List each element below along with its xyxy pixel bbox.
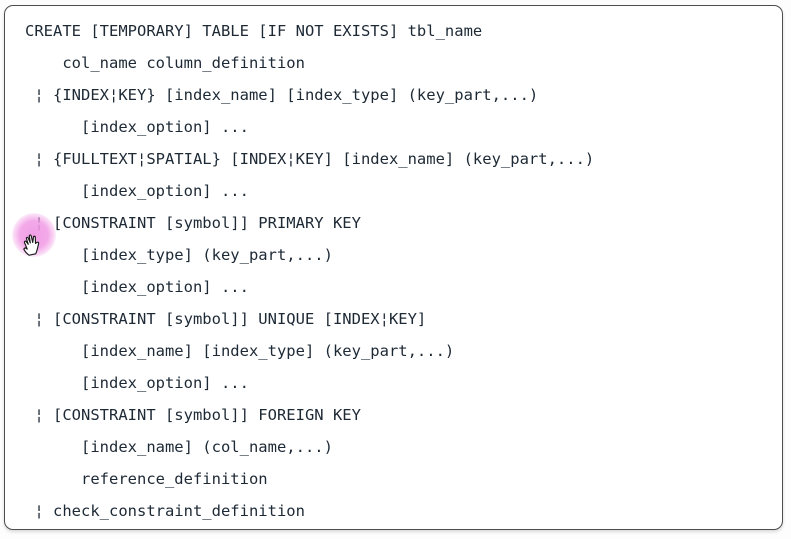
code-line: [index_option] ... [25, 182, 249, 200]
code-line: ¦ {FULLTEXT¦SPATIAL} [INDEX¦KEY] [index_… [25, 150, 595, 168]
code-line: ¦ {INDEX¦KEY} [index_name] [index_type] … [25, 86, 539, 104]
code-line: CREATE [TEMPORARY] TABLE [IF NOT EXISTS]… [25, 22, 483, 40]
code-line: [index_option] ... [25, 118, 249, 136]
code-line: [index_name] [index_type] (key_part,...) [25, 342, 455, 360]
code-line: [index_option] ... [25, 374, 249, 392]
code-line: reference_definition [25, 470, 268, 488]
sql-syntax-box: CREATE [TEMPORARY] TABLE [IF NOT EXISTS]… [4, 5, 783, 530]
code-line: ¦ [CONSTRAINT [symbol]] UNIQUE [INDEX¦KE… [25, 310, 427, 328]
code-line: ¦ check_constraint_definition [25, 502, 305, 520]
code-line: ¦ [CONSTRAINT [symbol]] FOREIGN KEY [25, 406, 361, 424]
sql-syntax-code: CREATE [TEMPORARY] TABLE [IF NOT EXISTS]… [5, 6, 782, 527]
code-line: col_name column_definition [25, 54, 305, 72]
code-line: ¦ [CONSTRAINT [symbol]] PRIMARY KEY [25, 214, 361, 232]
code-line: [index_name] (col_name,...) [25, 438, 333, 456]
code-line: [index_option] ... [25, 278, 249, 296]
code-line: [index_type] (key_part,...) [25, 246, 333, 264]
